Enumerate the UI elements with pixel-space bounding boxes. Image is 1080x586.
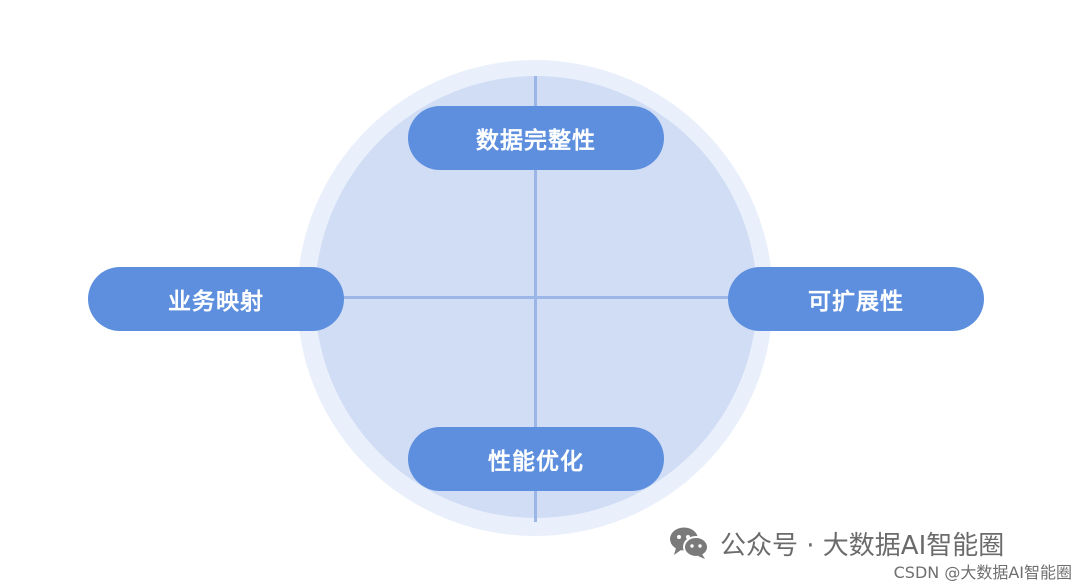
pill-data-integrity: 数据完整性 (408, 106, 664, 170)
pill-label: 数据完整性 (476, 128, 596, 154)
pill-performance-optimization: 性能优化 (408, 427, 664, 491)
pill-business-mapping: 业务映射 (88, 267, 344, 331)
vertical-axis (534, 76, 537, 522)
pill-label: 业务映射 (168, 289, 264, 315)
watermark: 公众号 · 大数据AI智能圈 (668, 525, 1004, 561)
horizontal-axis (300, 296, 770, 299)
wechat-icon (670, 527, 709, 559)
pill-label: 性能优化 (488, 449, 584, 475)
pill-scalability: 可扩展性 (728, 267, 984, 331)
watermark-text: 公众号 · 大数据AI智能圈 (720, 530, 1005, 561)
pill-label: 可扩展性 (808, 289, 904, 315)
csdn-credit: CSDN @大数据AI智能圈 (893, 563, 1072, 582)
